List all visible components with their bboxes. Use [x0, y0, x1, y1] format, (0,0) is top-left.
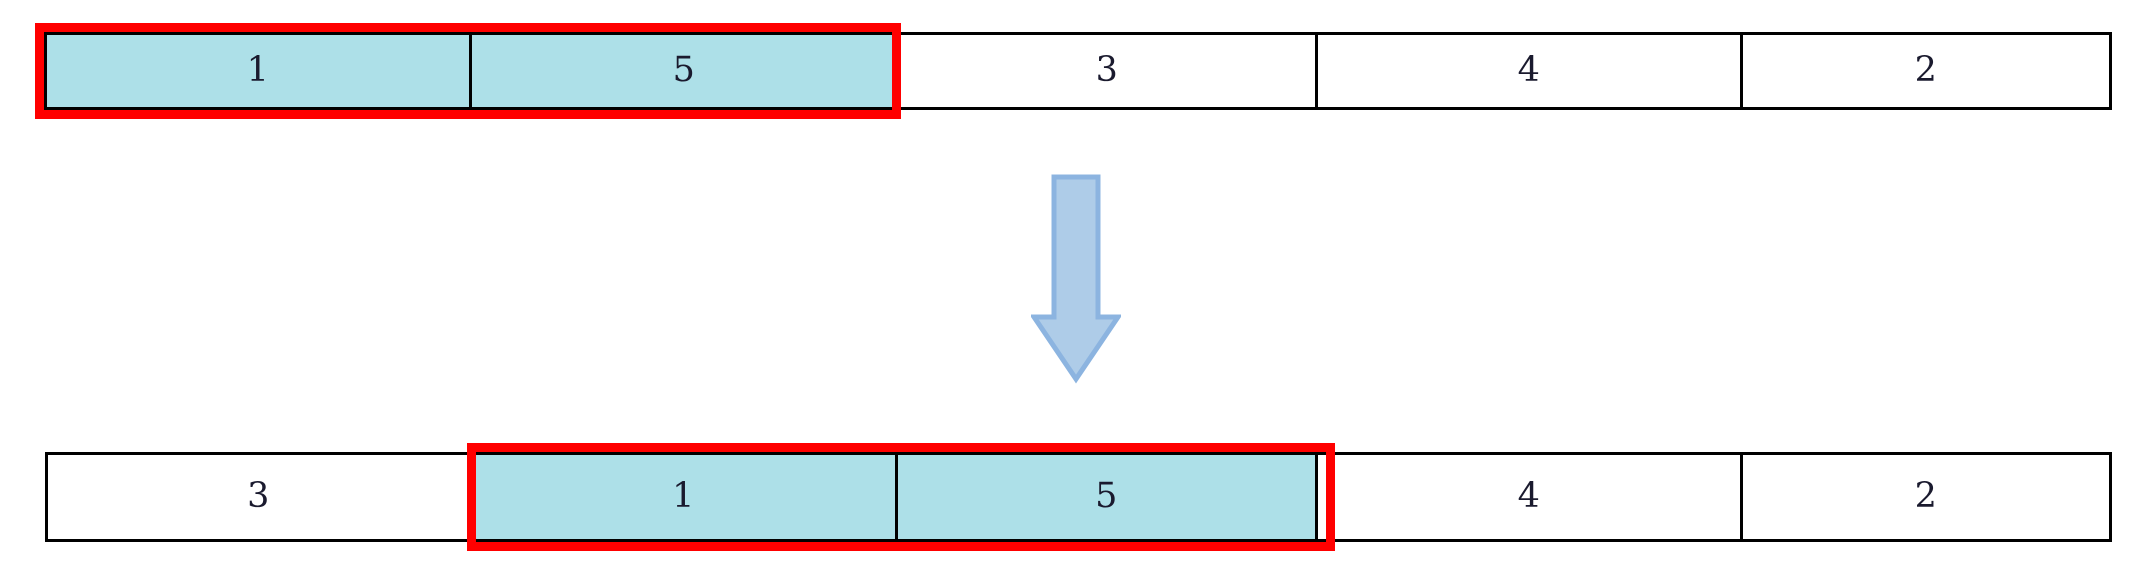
array-cell-value: 1 [672, 475, 695, 516]
array-row-after: 3 1 5 4 2 [45, 452, 2112, 542]
array-cell[interactable]: 5 [895, 452, 1315, 542]
array-cell-value: 3 [247, 475, 270, 516]
array-cell-value: 2 [1914, 49, 1938, 90]
array-cell-value: 2 [1914, 475, 1938, 516]
array-row-before: 1 5 3 4 2 [44, 32, 2112, 110]
array-cell-value: 1 [246, 49, 270, 90]
array-cell-value: 5 [672, 49, 696, 90]
arrow-down-icon [1031, 174, 1121, 384]
array-cell[interactable]: 3 [45, 452, 469, 542]
array-cell-value: 4 [1517, 475, 1541, 516]
array-cell[interactable]: 2 [1740, 32, 2112, 110]
array-cell-value: 4 [1517, 49, 1541, 90]
array-cell[interactable]: 5 [469, 32, 896, 110]
array-cell[interactable]: 1 [469, 452, 895, 542]
array-cell-value: 3 [1095, 49, 1119, 90]
array-cell[interactable]: 1 [44, 32, 469, 110]
array-cell[interactable]: 2 [1740, 452, 2112, 542]
array-cell[interactable]: 4 [1315, 32, 1740, 110]
array-cell[interactable]: 4 [1315, 452, 1740, 542]
array-cell-value: 5 [1095, 475, 1118, 516]
array-cell[interactable]: 3 [896, 32, 1315, 110]
